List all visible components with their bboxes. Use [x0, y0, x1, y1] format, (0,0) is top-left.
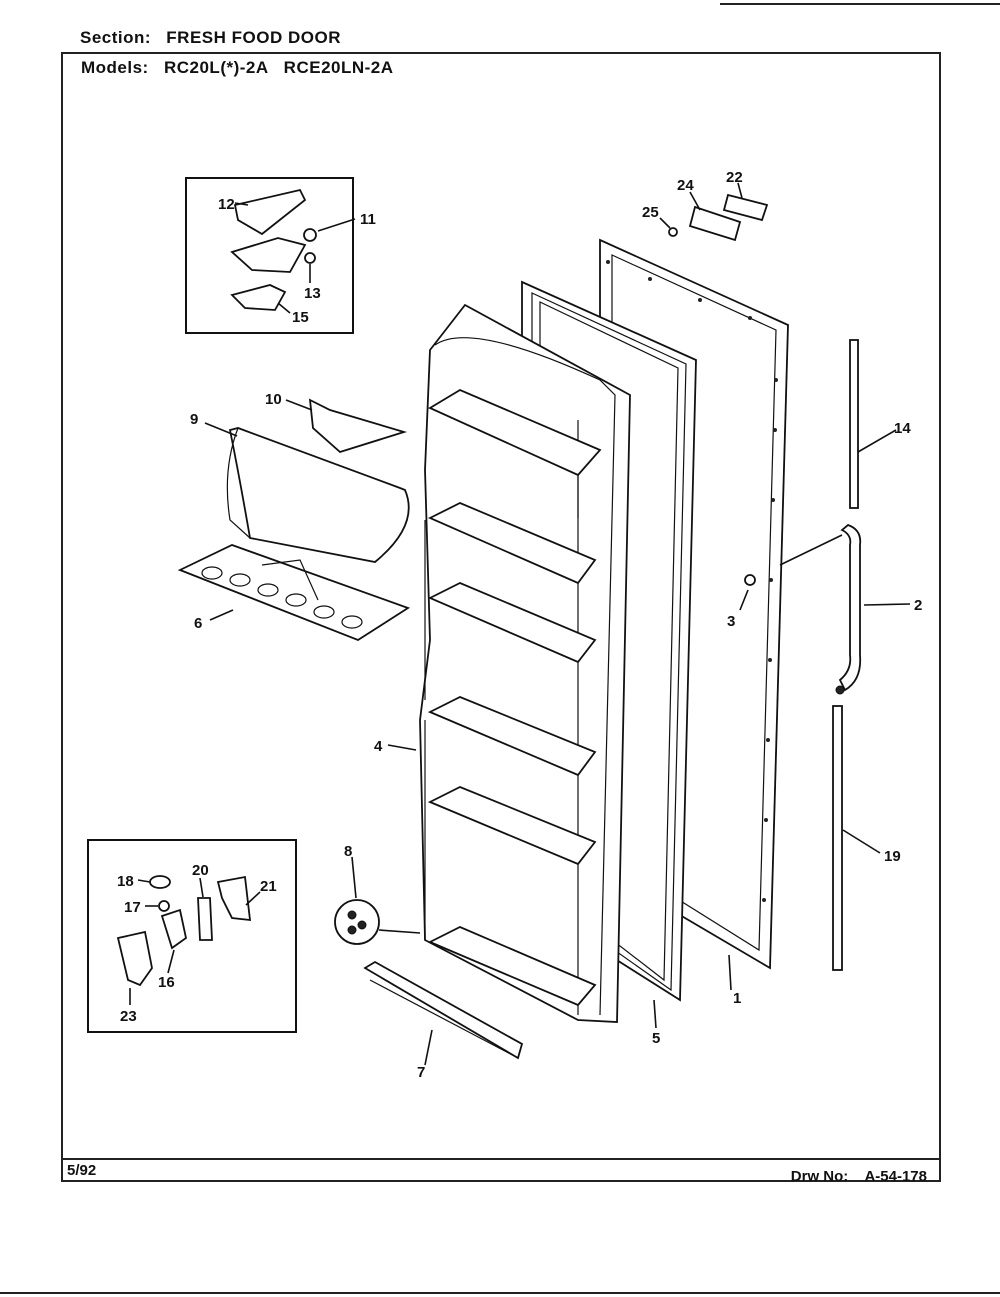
- callout-15: 15: [292, 309, 309, 326]
- callout-19: 19: [884, 848, 901, 865]
- top-rule: [720, 3, 1000, 5]
- callout-5: 5: [652, 1030, 660, 1047]
- nameplate-bracket: [688, 205, 742, 242]
- door-handle: [835, 523, 862, 695]
- callout-2: 2: [914, 597, 922, 614]
- bottom-trim: [363, 960, 524, 1060]
- callout-24: 24: [677, 177, 694, 194]
- callout-11: 11: [360, 211, 376, 228]
- callout-13: 13: [304, 285, 321, 302]
- callout-22: 22: [726, 169, 743, 186]
- hinge-inset: [185, 177, 354, 334]
- plug-button: [744, 574, 756, 586]
- callout-14: 14: [894, 420, 911, 437]
- callout-10: 10: [265, 391, 282, 408]
- callout-7: 7: [417, 1064, 425, 1081]
- bottom-rule: [0, 1292, 1000, 1294]
- callout-3: 3: [727, 613, 735, 630]
- footer-date: 5/92: [67, 1162, 97, 1179]
- door-liner: [419, 303, 631, 1023]
- models-label: Models: RC20L(*)-2A RCE20LN-2A: [81, 58, 394, 78]
- callout-12: 12: [218, 196, 235, 213]
- callout-17: 17: [124, 899, 141, 916]
- bottom-hinge-inset: [87, 839, 297, 1033]
- handle-trim-top: [849, 339, 859, 509]
- callout-1: 1: [733, 990, 741, 1007]
- callout-25: 25: [642, 204, 659, 221]
- callout-21: 21: [260, 878, 277, 895]
- drawing-label: Drw No:: [790, 1168, 849, 1185]
- dairy-door: [226, 427, 410, 563]
- callout-9: 9: [190, 411, 198, 428]
- callout-23: 23: [120, 1008, 137, 1025]
- callout-18: 18: [117, 873, 134, 890]
- screw: [668, 227, 678, 237]
- callout-labels: 1 2 3 4 5 6 7 8 9 10 11 12 13 14 15 16 1…: [117, 169, 922, 1081]
- section-label: Section: FRESH FOOD DOOR: [80, 28, 341, 48]
- callout-20: 20: [192, 862, 209, 879]
- callout-6: 6: [194, 615, 202, 632]
- leader-lines: [129, 182, 911, 1066]
- section-value: FRESH FOOD DOOR: [166, 28, 341, 47]
- callout-16: 16: [158, 974, 175, 991]
- footer-divider: [63, 1158, 939, 1160]
- section-label-text: Section:: [80, 28, 152, 47]
- egg-tray: [177, 544, 411, 642]
- footer-drawing-number: Drw No: A-54-178: [791, 1168, 927, 1185]
- diagram-frame: Models: RC20L(*)-2A RCE20LN-2A 5/92 Drw …: [61, 52, 941, 1185]
- hardware-pack: [334, 899, 421, 945]
- dairy-flap: [308, 398, 408, 454]
- drawing-value: A-54-178: [864, 1168, 927, 1185]
- callout-8: 8: [344, 843, 352, 860]
- models-label-text: Models:: [81, 58, 149, 77]
- callout-4: 4: [374, 738, 383, 755]
- models-value: RC20L(*)-2A RCE20LN-2A: [163, 58, 394, 77]
- handle-trim-bottom: [832, 705, 843, 971]
- nameplate: [722, 193, 769, 222]
